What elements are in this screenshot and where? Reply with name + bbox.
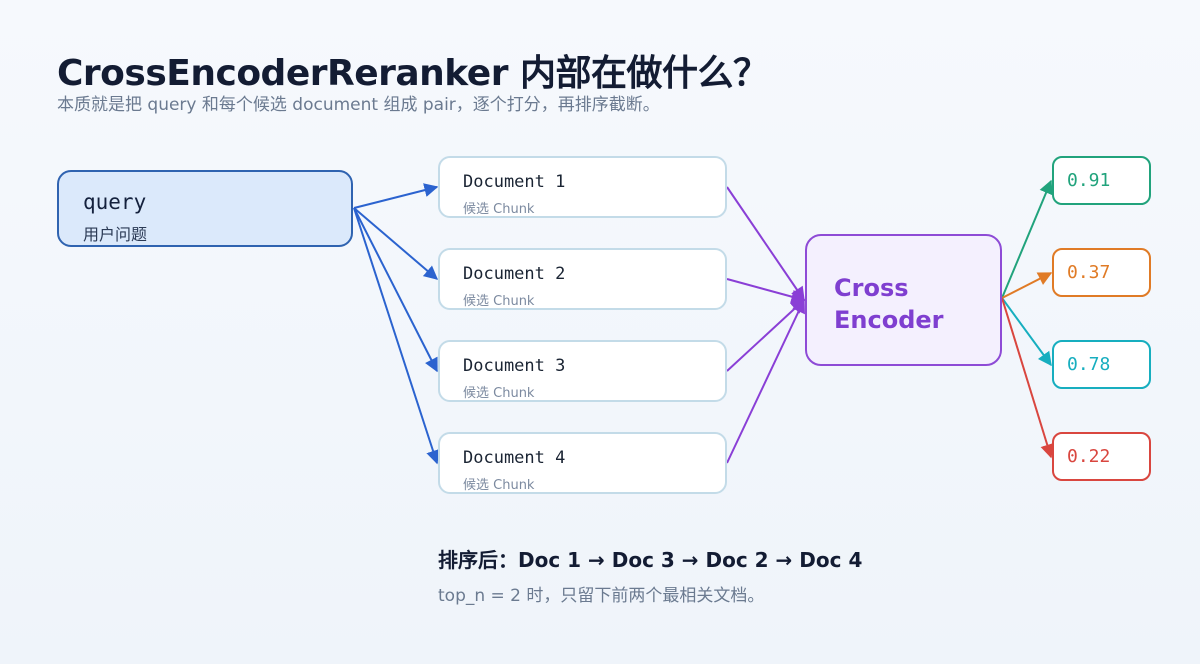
document-node-label: Document 4 — [463, 448, 566, 468]
cross-encoder-node: Cross Encoder — [805, 234, 1002, 366]
score-value: 0.78 — [1067, 354, 1111, 375]
cross-encoder-label-line-2: Encoder — [834, 306, 944, 334]
score-value: 0.22 — [1067, 446, 1111, 467]
score-node-3: 0.78 — [1052, 340, 1151, 389]
document-node-3: Document 3 候选 Chunk — [438, 340, 727, 402]
arrow-query-to-doc-3 — [353, 207, 438, 373]
arrow-encoder-to-score-1 — [1001, 179, 1053, 299]
arrow-query-to-doc-1 — [353, 183, 439, 209]
ranking-result: 排序后：Doc 1 → Doc 3 → Doc 2 → Doc 4 — [438, 548, 863, 572]
document-node-1: Document 1 候选 Chunk — [438, 156, 727, 218]
score-node-4: 0.22 — [1052, 432, 1151, 481]
document-node-label: Document 1 — [463, 172, 566, 192]
arrow-query-to-doc-4 — [353, 207, 440, 465]
query-node-label: query — [83, 190, 147, 214]
cross-encoder-label-line-1: Cross — [834, 274, 909, 302]
query-node: query 用户问题 — [57, 170, 353, 247]
top-n-note: top_n = 2 时，只留下前两个最相关文档。 — [438, 586, 765, 606]
arrow-doc-3-to-encoder — [726, 299, 806, 372]
document-node-2: Document 2 候选 Chunk — [438, 248, 727, 310]
arrow-doc-1-to-encoder — [726, 186, 805, 302]
score-node-2: 0.37 — [1052, 248, 1151, 297]
score-node-1: 0.91 — [1052, 156, 1151, 205]
document-node-desc: 候选 Chunk — [463, 478, 535, 493]
arrow-query-to-doc-2 — [353, 207, 439, 280]
page-title: CrossEncoderReranker 内部在做什么？ — [57, 53, 769, 94]
document-node-4: Document 4 候选 Chunk — [438, 432, 727, 494]
query-node-desc: 用户问题 — [83, 225, 148, 244]
arrow-encoder-to-score-2 — [1001, 272, 1053, 299]
score-value: 0.91 — [1067, 170, 1111, 191]
document-node-desc: 候选 Chunk — [463, 294, 535, 309]
score-value: 0.37 — [1067, 262, 1111, 283]
arrow-encoder-to-score-3 — [1001, 297, 1052, 367]
document-node-desc: 候选 Chunk — [463, 202, 535, 217]
arrow-encoder-to-score-4 — [1001, 297, 1054, 459]
cross-encoder-label: Cross Encoder — [834, 272, 944, 336]
arrow-doc-4-to-encoder — [726, 298, 805, 464]
page-subtitle: 本质就是把 query 和每个候选 document 组成 pair，逐个打分，… — [57, 95, 660, 115]
document-node-label: Document 2 — [463, 264, 566, 284]
document-node-label: Document 3 — [463, 356, 566, 376]
arrow-doc-2-to-encoder — [726, 278, 806, 304]
document-node-desc: 候选 Chunk — [463, 386, 535, 401]
